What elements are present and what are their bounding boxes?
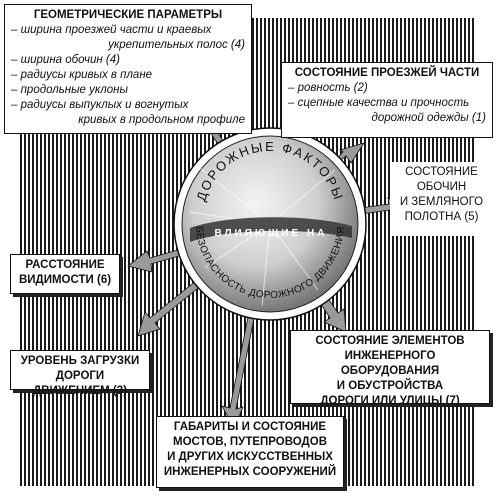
geometric-title: ГЕОМЕТРИЧЕСКИЕ ПАРАМЕТРЫ (33, 9, 223, 21)
carriageway-item: – сцепные качества и прочность (288, 97, 470, 109)
traffic-load-line: ДОРОГИ ДВИЖЕНИЕМ (3) (33, 370, 127, 397)
carriageway-item: дорожной одежды (1) (371, 112, 486, 124)
bridges-line: ИНЖЕНЕРНЫХ СООРУЖЕНИЙ (163, 466, 337, 478)
box-shoulders-subgrade: СОСТОЯНИЕ ОБОЧИН И ЗЕМЛЯНОГО ПОЛОТНА (5) (390, 162, 493, 236)
box-traffic-load: УРОВЕНЬ ЗАГРУЗКИ ДОРОГИ ДВИЖЕНИЕМ (3) (10, 350, 150, 397)
traffic-load-line: УРОВЕНЬ ЗАГРУЗКИ (20, 355, 140, 367)
center-disc (173, 127, 367, 321)
center-middle-text: ВЛИЯЮЩИЕ НА (215, 228, 328, 239)
shoulders-line: И ЗЕМЛЯНОГО (399, 196, 484, 208)
shoulders-line: ОБОЧИН (416, 181, 467, 193)
engineering-line: ИНЖЕНЕРНОГО ОБОРУДОВАНИЯ (340, 350, 440, 377)
visibility-line: РАССТОЯНИЕ (25, 259, 105, 271)
box-bridges-structures: ГАБАРИТЫ И СОСТОЯНИЕ МОСТОВ, ПУТЕПРОВОДО… (156, 416, 344, 488)
geometric-item: – радиусы кривых в плане (11, 69, 153, 81)
carriageway-title: СОСТОЯНИЕ ПРОЕЗЖЕЙ ЧАСТИ (294, 67, 480, 79)
box-carriageway-condition: СОСТОЯНИЕ ПРОЕЗЖЕЙ ЧАСТИ – ровность (2) … (281, 62, 493, 138)
bridges-line: ГАБАРИТЫ И СОСТОЯНИЕ (173, 421, 327, 433)
geometric-item: – продольные уклоны (11, 84, 128, 96)
geometric-item: – ширина проезжей части и краевых (11, 24, 212, 36)
visibility-line: ВИДИМОСТИ (6) (18, 274, 112, 286)
engineering-line: ДОРОГИ ИЛИ УЛИЦЫ (7) (320, 395, 460, 407)
engineering-line: СОСТОЯНИЕ ЭЛЕМЕНТОВ (315, 335, 465, 347)
box-engineering-equipment: СОСТОЯНИЕ ЭЛЕМЕНТОВ ИНЖЕНЕРНОГО ОБОРУДОВ… (290, 330, 490, 407)
geometric-item: – ширина обочин (4) (11, 54, 120, 66)
engineering-line: И ОБУСТРОЙСТВА (336, 380, 444, 392)
geometric-item: – радиусы выпуклых и вогнутых (11, 99, 189, 111)
bridges-line: И ДРУГИХ ИСКУССТВЕННЫХ (167, 451, 333, 463)
shoulders-line: СОСТОЯНИЕ (405, 166, 478, 178)
shoulders-line: ПОЛОТНА (5) (404, 211, 479, 223)
carriageway-item: – ровность (2) (288, 82, 368, 94)
box-geometric-parameters: ГЕОМЕТРИЧЕСКИЕ ПАРАМЕТРЫ – ширина проезж… (4, 4, 252, 134)
box-visibility-distance: РАССТОЯНИЕ ВИДИМОСТИ (6) (10, 254, 120, 294)
bridges-line: МОСТОВ, ПУТЕПРОВОДОВ (172, 436, 328, 448)
geometric-item: кривых в продольном профиле (78, 114, 245, 126)
geometric-item: укрепительных полос (4) (108, 39, 245, 51)
